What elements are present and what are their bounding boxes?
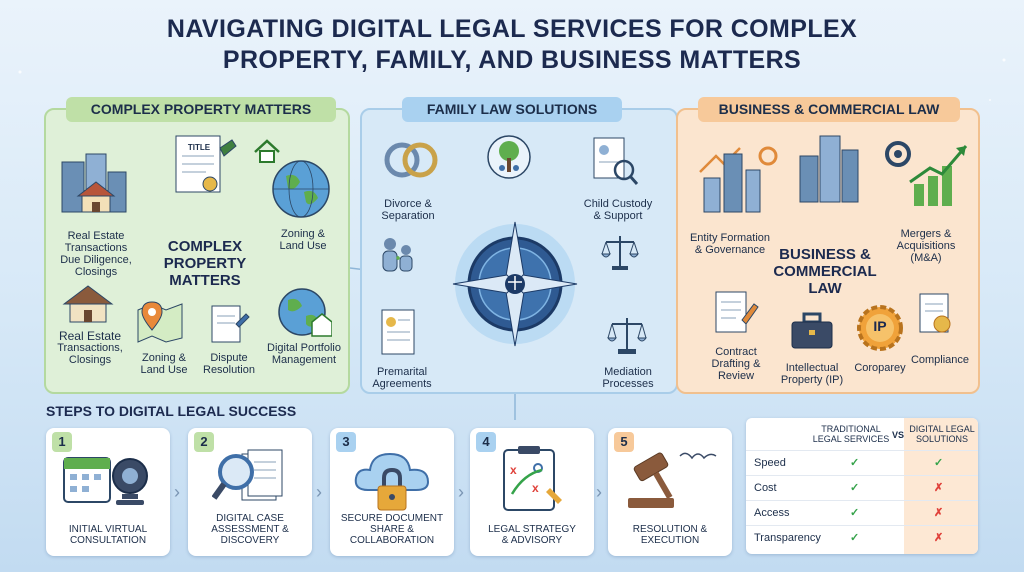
check-icon: ✓ [850,457,860,469]
rings-icon [384,142,438,178]
ip-label: Intellectual Property (IP) [780,362,844,386]
check-icon: ✓ [850,507,860,519]
growth-chart-icon [885,141,968,206]
property-center-label: COMPLEX PROPERTY MATTERS [163,238,247,289]
zoning-right-label: Zoning & Land Use [279,228,327,252]
chevron-right-icon: › [174,482,180,502]
check-icon: ✓ [850,532,860,544]
entity-buildings-icon [699,146,778,213]
step-5-card: 5 RESOLUTION & EXECUTION [608,428,732,556]
chevron-right-icon: › [596,482,602,502]
family-tab: FAMILY LAW SOLUTIONS [402,97,622,122]
child-custody-label: Child Custody & Support [583,198,653,222]
house-icon [62,285,114,323]
svg-text:x: x [532,481,539,495]
step-2-card: 2 DIGITAL CASE ASSESSMENT & DISCOVERY [188,428,312,556]
business-center-label: BUSINESS & COMMERCIAL LAW [773,246,877,297]
contract-pen-icon [715,291,759,333]
magnifier-documents-icon [212,449,283,501]
step-2-label: DIGITAL CASE ASSESSMENT & DISCOVERY [211,513,289,546]
mediation-scales-icon [607,318,647,354]
business-tab: BUSINESS & COMMERCIAL LAW [698,97,960,122]
calendar-webcam-icon [63,457,148,505]
title-line-1: NAVIGATING DIGITAL LEGAL SERVICES FOR CO… [166,15,858,43]
title-doc-label: TITLE [187,143,211,152]
title-document-icon [175,135,237,193]
real-estate-top-label: Real Estate Transactions Due Diligence, … [60,230,132,278]
chevron-right-icon: › [458,482,464,502]
step-number: 1 [52,432,72,452]
contract-label: Contract Drafting & Review [711,346,761,382]
cross-icon: ✗ [934,532,944,544]
house-small-icon [254,139,280,163]
digital-column-bg [904,418,978,554]
map-pin-icon [137,301,183,343]
buildings-icon [61,153,127,213]
compliance-label: Compliance [910,354,970,366]
ip-badge-label: IP [873,318,887,334]
comparison-row-access: Access ✓ ✗ [746,500,978,524]
comparison-row-cost: Cost ✓ ✗ [746,475,978,499]
step-number: 5 [614,432,634,452]
step-3-card: 3 SECURE DOCUMENT SHARE & COLLABORATION [330,428,454,556]
globe-icon [272,160,330,218]
office-towers-icon [799,135,859,203]
svg-text:x: x [510,463,517,477]
premarital-document-icon [381,309,415,355]
scales-icon [601,236,639,270]
step-number: 2 [194,432,214,452]
steps-title: STEPS TO DIGITAL LEGAL SUCCESS [46,403,297,419]
title-line-2: PROPERTY, FAMILY, AND BUSINESS MATTERS [222,46,802,74]
traditional-header: TRADITIONAL LEGAL SERVICES [812,424,890,444]
step-4-card: 4 x x LEGAL STRATEGY & ADVISORY [470,428,594,556]
cross-icon: ✗ [934,507,944,519]
digital-portfolio-label: Digital Portfolio Management [267,342,341,366]
check-icon: ✓ [850,482,860,494]
page-title: NAVIGATING DIGITAL LEGAL SERVICES FOR CO… [0,14,1024,76]
step-1-label: INITIAL VIRTUAL CONSULTATION [68,524,148,546]
compass-scales-icon [452,221,578,347]
chevron-right-icon: › [316,482,322,502]
custody-document-icon [593,137,639,185]
mediation-label: Mediation Processes [602,366,654,390]
cloud-lock-icon [354,452,430,511]
compliance-certificate-icon [919,293,951,333]
step-4-label: LEGAL STRATEGY & ADVISORY [488,524,576,546]
property-tab: COMPLEX PROPERTY MATTERS [66,97,336,122]
real-estate-bottom-label: Real Estate Transactions, Closings [57,329,123,366]
zoning-bottom-label: Zoning & Land Use [140,352,188,376]
dispute-document-icon [211,305,250,343]
coroparey-label: Coroparey [854,362,906,374]
mergers-label: Mergers & Acquisitions (M&A) [896,228,956,264]
step-5-label: RESOLUTION & EXECUTION [632,524,708,546]
vs-label: VS [891,430,904,440]
family-tree-icon [487,135,531,179]
strategy-clipboard-icon: x x [503,446,562,511]
divorce-label: Divorce & Separation [381,198,435,222]
cross-icon: ✗ [934,482,944,494]
briefcase-icon [791,312,833,349]
step-1-card: 1 INITIAL VIRTUAL CONSULTATION [46,428,170,556]
ip-gear-icon [857,305,903,351]
check-icon: ✓ [934,457,944,469]
comparison-row-speed: Speed ✓ ✓ [746,450,978,474]
premarital-label: Premarital Agreements [372,366,432,390]
comparison-table: TRADITIONAL LEGAL SERVICES VS DIGITAL LE… [746,418,978,554]
comparison-row-transparency: Transparency ✓ ✗ [746,525,978,549]
digital-header: DIGITAL LEGAL SOLUTIONS [909,424,975,444]
gavel-icon [628,452,717,508]
portfolio-globe-icon [278,288,332,337]
dispute-label: Dispute Resolution [203,352,255,376]
entity-formation-label: Entity Formation & Governance [689,232,771,256]
step-number: 3 [336,432,356,452]
step-3-label: SECURE DOCUMENT SHARE & COLLABORATION [340,513,444,546]
parent-child-icon [382,238,413,272]
step-number: 4 [476,432,496,452]
